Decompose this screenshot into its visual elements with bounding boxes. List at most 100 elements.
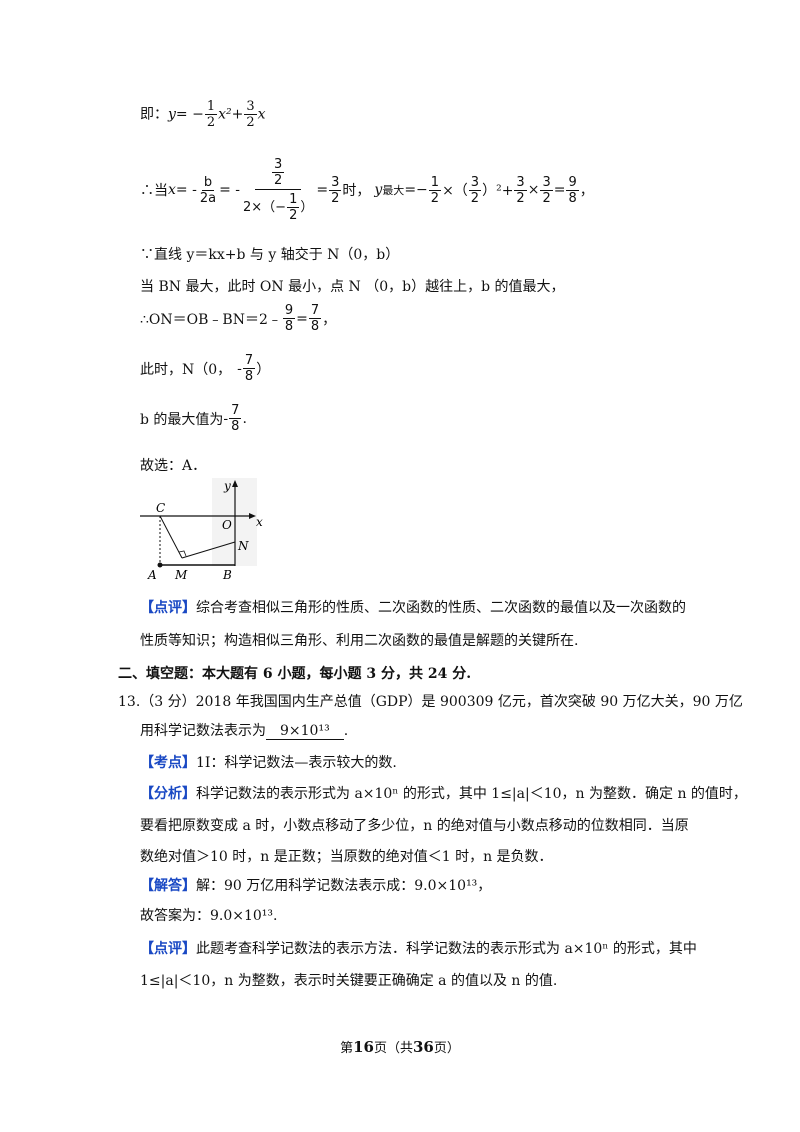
label-C: C [156,501,165,515]
fenxi-tag: 【分析】 [140,786,196,802]
jieda-line-2: 故答案为：9.0×10¹³. [140,908,278,924]
label-M: M [174,568,188,582]
point-A [157,562,163,568]
segment-MN [181,541,236,559]
label-A: A [147,568,157,582]
equals: = [553,182,566,198]
equals: = [296,310,308,327]
x-squared: x²+ [218,106,244,123]
label-O: O [222,518,232,532]
minus-sign: - [223,410,229,427]
jieda-text: 解：90 万亿用科学记数法表示成：9.0×10¹³， [196,878,492,894]
equals: = [175,106,188,123]
y-axis-arrow [232,480,238,487]
comment-text: 此题考查科学记数法的表示方法．科学记数法的表示形式为 a×10ⁿ 的形式，其中 [196,941,697,957]
current-page: 16 [353,1038,374,1056]
x-axis-arrow [249,513,256,519]
fenxi-text: 科学记数法的表示形式为 a×10ⁿ 的形式，其中 1≤|a|＜10，n 为整数．… [196,786,747,802]
footer-text: 第 [340,1041,354,1056]
text-prefix: ∴ON＝OB﹣BN＝2﹣ [140,311,282,328]
times-paren: ×（ [442,183,468,199]
text-line-4: 当 BN 最大，此时 ON 最小，点 N （0，b）越往上，b 的值最大， [140,279,565,295]
comment-2-line-1: 【点评】此题考查科学记数法的表示方法．科学记数法的表示形式为 a×10ⁿ 的形式… [140,938,697,958]
minus-sign: - [237,360,242,377]
minus-sign: − [416,182,428,198]
total-pages: 36 [413,1038,434,1056]
text-suffix: ） [256,361,271,378]
label-B: B [222,568,232,582]
page-footer: 第16页（共36页） [0,1037,800,1056]
equals: = [404,182,417,198]
geometry-figure: y x C O N A M B [140,478,263,582]
text-prefix: 此时，N（0， [140,361,232,378]
minus-sign: − [192,106,204,123]
equals-minus: = - [175,182,197,198]
comma: ， [579,183,594,199]
jieda-tag: 【解答】 [140,878,196,894]
times: × [527,182,540,198]
segment-CM [159,515,183,559]
comment-1-line-2: 性质等知识；构造相似三角形、利用二次函数的最值是解题的关键所在. [140,633,579,649]
right-angle-mark [178,550,187,557]
comment-text: 综合考查相似三角形的性质、二次函数的性质、二次函数的最值以及一次函数的 [196,600,686,616]
therefore-when: ∴当 [140,183,168,199]
answer-blank: 9×10¹³ [266,723,344,740]
equals: = [316,182,329,198]
question-text: 用科学记数法表示为 [140,723,266,739]
text-suffix: . [242,410,247,427]
text-shi: 时， [342,183,371,199]
kaodian-tag: 【考点】 [140,755,196,771]
comment-2-line-2: 1≤|a|＜10，n 为整数，表示时关键要正确确定 a 的值以及 n 的值. [140,973,558,989]
footer-text: 页（共 [373,1041,413,1056]
footer-text: 页） [433,1041,460,1056]
square-plus: ）²+ [482,183,514,199]
comment-tag: 【点评】 [140,941,196,957]
question-text: （3 分）2018 年我国国内生产总值（GDP）是 900309 亿元，首次突破… [140,694,743,710]
comment-1-line-1: 【点评】综合考查相似三角形的性质、二次函数的性质、二次函数的最值以及一次函数的 [140,597,686,617]
max-subscript: 最大 [382,184,405,197]
jieda-line-1: 【解答】解：90 万亿用科学记数法表示成：9.0×10¹³， [140,875,491,895]
period: . [343,723,349,739]
fenxi-line-3: 数绝对值＞10 时，n 是正数；当原数的绝对值＜1 时，n 是负数． [140,849,553,865]
kaodian-line: 【考点】1I：科学记数法—表示较大的数. [140,752,397,772]
label-N: N [237,539,249,553]
question-number: 13. [118,694,141,710]
var-y: y [374,182,383,198]
label-x: x [256,515,263,529]
text-prefix: b 的最大值为 [140,411,224,428]
question-13-line-1: 13.（3 分）2018 年我国国内生产总值（GDP）是 900309 亿元，首… [118,691,743,711]
var-y: y [168,106,176,123]
text-prefix: 即： [140,106,168,123]
comma: ， [322,311,337,328]
comment-tag: 【点评】 [140,600,196,616]
label-y: y [223,479,231,493]
section-heading: 二、填空题：本大题有 6 小题，每小题 3 分，共 24 分. [118,666,472,682]
kaodian-text: 1I：科学记数法—表示较大的数. [196,755,397,771]
fenxi-line-2: 要看把原数变成 a 时，小数点移动了多少位，n 的绝对值与小数点移动的位数相同．… [140,818,689,834]
equals-minus: = - [219,182,240,198]
fenxi-line-1: 【分析】科学记数法的表示形式为 a×10ⁿ 的形式，其中 1≤|a|＜10，n … [140,783,747,803]
text-line-8: 故选：A． [140,458,207,474]
var-x: x [168,182,176,198]
